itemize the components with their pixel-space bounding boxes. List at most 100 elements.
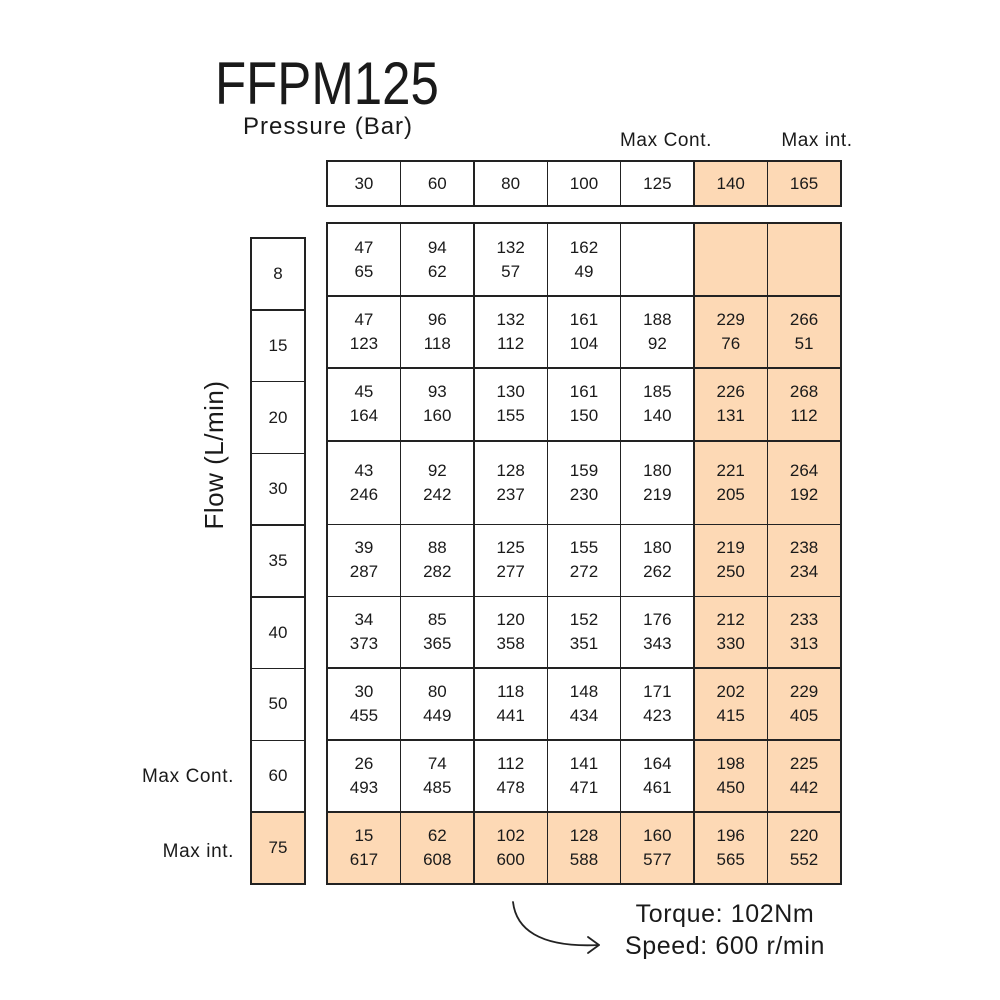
flow-label-cell: 50: [252, 669, 304, 740]
torque-value: 196: [716, 825, 745, 845]
speed-value: 588: [569, 849, 599, 869]
table-cell: [768, 224, 840, 296]
torque-value: 219: [716, 538, 745, 558]
speed-value: 51: [794, 334, 814, 354]
torque-value: 171: [643, 682, 672, 702]
torque-value: 233: [789, 610, 819, 630]
chart-title: FFPM125: [215, 50, 439, 117]
torque-value: 74: [427, 753, 447, 773]
flow-label-cell: 40: [252, 597, 304, 668]
torque-value: 132: [496, 310, 525, 330]
torque-value: 62: [427, 825, 447, 845]
table-cell: [621, 224, 694, 296]
torque-value: 43: [354, 460, 374, 480]
torque-value: 92: [427, 460, 447, 480]
pressure-header-cell: 165: [768, 162, 840, 205]
pressure-header-cell: 60: [401, 162, 474, 205]
torque-value: 180: [643, 538, 672, 558]
torque-value: 160: [643, 825, 672, 845]
speed-value: 131: [716, 406, 745, 426]
speed-value: 104: [569, 334, 599, 354]
speed-value: 57: [501, 261, 521, 281]
torque-value: 132: [496, 237, 525, 257]
speed-value: 112: [790, 406, 818, 426]
speed-value: 234: [789, 562, 819, 582]
torque-value: 229: [789, 682, 819, 702]
torque-value: 225: [789, 753, 819, 773]
torque-value: 45: [354, 382, 374, 402]
torque-value: 102: [496, 825, 525, 845]
torque-value: 26: [354, 753, 374, 773]
torque-value: 180: [643, 460, 672, 480]
arrow-head: [587, 936, 600, 954]
max-cont-pressure-marker: Max Cont.: [620, 130, 712, 151]
speed-value: 343: [643, 634, 672, 654]
speed-value: 237: [496, 484, 525, 504]
speed-value: 62: [427, 261, 447, 281]
table-cell: [694, 224, 767, 296]
speed-value: 76: [721, 334, 741, 354]
torque-value: 266: [789, 310, 819, 330]
torque-value: 80: [427, 682, 447, 702]
torque-value: 130: [496, 382, 525, 402]
torque-value: 162: [569, 237, 599, 257]
torque-value: 226: [716, 382, 745, 402]
torque-value: 96: [427, 310, 447, 330]
torque-value: 152: [569, 610, 599, 630]
torque-value: 128: [496, 460, 525, 480]
speed-value: 478: [496, 777, 525, 797]
torque-value: 88: [427, 538, 447, 558]
speed-value: 358: [496, 634, 525, 654]
max-int-pressure-marker: Max int.: [781, 130, 853, 151]
torque-value: 202: [716, 682, 745, 702]
torque-value: 229: [716, 310, 745, 330]
torque-value: 93: [427, 382, 447, 402]
pressure-header-cell: 125: [621, 162, 694, 205]
speed-value: 277: [496, 562, 525, 582]
speed-value: 608: [423, 849, 452, 869]
torque-value: 47: [354, 237, 374, 257]
speed-value: 92: [647, 334, 667, 354]
torque-value: 155: [569, 538, 599, 558]
speed-value: 205: [716, 484, 745, 504]
torque-value: 264: [789, 460, 819, 480]
flow-axis-label: Flow (L/min): [199, 380, 229, 530]
speed-value: 423: [643, 706, 672, 726]
speed-value: 140: [643, 406, 672, 426]
flow-label-cell: 60: [252, 741, 304, 812]
speed-value: 415: [716, 706, 745, 726]
torque-value: 185: [643, 382, 672, 402]
torque-value: 34: [354, 610, 374, 630]
speed-value: 577: [643, 849, 672, 869]
